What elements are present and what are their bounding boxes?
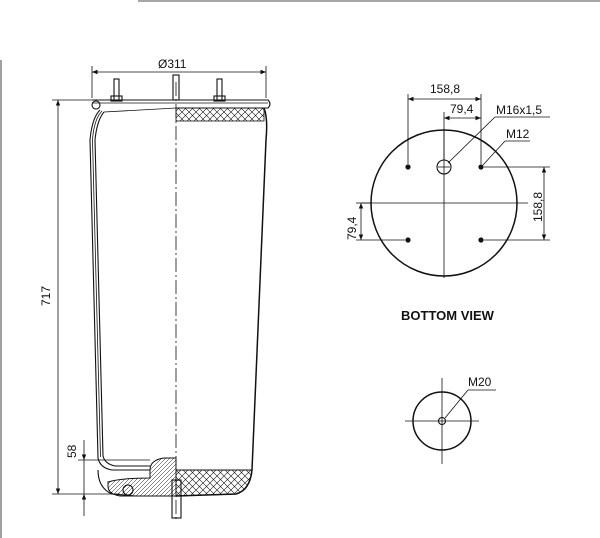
piston-height-dimension: 58 xyxy=(65,440,150,516)
center-thread-leader: M16x1,5 xyxy=(447,103,550,164)
piston-view: M20 xyxy=(405,375,496,464)
vertical-inner-dimension: 79,4 xyxy=(345,202,405,241)
top-plate xyxy=(91,99,271,110)
horizontal-outer-label: 158,8 xyxy=(430,82,460,96)
bellows-outline-right xyxy=(175,107,268,497)
horizontal-inner-label: 79,4 xyxy=(450,102,474,116)
stud-hole-br xyxy=(478,237,484,243)
bead-ring-hatch xyxy=(175,107,265,122)
stud-hole-tr xyxy=(478,164,484,170)
stud-hole-bl xyxy=(405,237,411,243)
stud-thread-leader: M12 xyxy=(482,127,530,166)
vertical-outer-label: 158,8 xyxy=(531,192,545,222)
vertical-inner-label: 79,4 xyxy=(345,216,359,240)
diameter-label: Ø311 xyxy=(158,57,187,71)
horizontal-outer-dimension: 158,8 xyxy=(407,82,482,164)
piston-thread-label: M20 xyxy=(468,375,492,389)
bottom-view-title: BOTTOM VIEW xyxy=(401,308,495,323)
bellows-wall-section xyxy=(89,107,177,471)
center-thread-label: M16x1,5 xyxy=(496,103,542,117)
top-studs xyxy=(110,74,226,102)
height-dimension: 717 xyxy=(39,99,120,495)
stud-hole-tl xyxy=(405,164,411,170)
piston-hatch xyxy=(175,469,253,497)
bottom-stud xyxy=(171,479,182,519)
side-view: Ø311 717 58 xyxy=(39,57,271,520)
piston-height-label: 58 xyxy=(65,444,79,458)
vertical-outer-dimension: 158,8 xyxy=(484,166,550,241)
piston-thread-leader: M20 xyxy=(444,375,496,419)
horizontal-inner-dimension: 79,4 xyxy=(443,102,481,160)
diameter-dimension: Ø311 xyxy=(91,57,267,98)
stud-thread-label: M12 xyxy=(506,127,530,141)
height-label: 717 xyxy=(39,286,53,306)
piston-section xyxy=(97,457,177,497)
bottom-view: 158,8 79,4 M16x1,5 M12 158,8 xyxy=(345,82,550,323)
